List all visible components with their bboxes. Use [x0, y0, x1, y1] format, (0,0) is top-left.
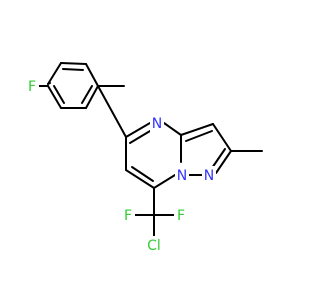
bond-c2-n1 [215, 150, 232, 174]
nitrogen-n4-label: N [152, 116, 162, 132]
bond-aryl-2 [47, 62, 62, 85]
bond-aryl-3b [62, 68, 84, 71]
bond-c5-n4b [129, 130, 151, 144]
atom-labels: F N N N F F Cl [25, 77, 216, 254]
bond-aryl-5 [85, 85, 99, 109]
bond-c3a-c3 [180, 123, 214, 136]
nitrogen-n7a-label: N [177, 168, 187, 184]
bond-aryl-7 [47, 85, 62, 109]
bond-c3-c2 [212, 123, 232, 152]
bond-aryl-5b [81, 85, 93, 104]
fluorine-right-label: F [177, 208, 185, 224]
bond-aryl-7b [53, 85, 65, 104]
bond-n4-c3a [163, 122, 182, 136]
chlorine-label: Cl [147, 238, 161, 254]
bond-aryl-4 [85, 63, 99, 87]
bond-c7-c6b [131, 166, 154, 182]
bond-c2-n1b [211, 148, 226, 169]
bond-n7a-c7 [153, 174, 176, 189]
bond-aryl-3 [60, 62, 87, 65]
fluorine-left-label: F [124, 208, 132, 224]
bond-link [97, 85, 127, 138]
bond-c7-c6 [125, 169, 155, 189]
bond-c3a-c3b [185, 130, 213, 142]
bond-c5-n4 [125, 122, 151, 138]
molecule-structure: F N N N F F Cl [25, 62, 263, 254]
fluorine-aryl-label: F [28, 79, 36, 95]
bonds [37, 62, 263, 239]
nitrogen-n1-label: N [204, 168, 214, 184]
